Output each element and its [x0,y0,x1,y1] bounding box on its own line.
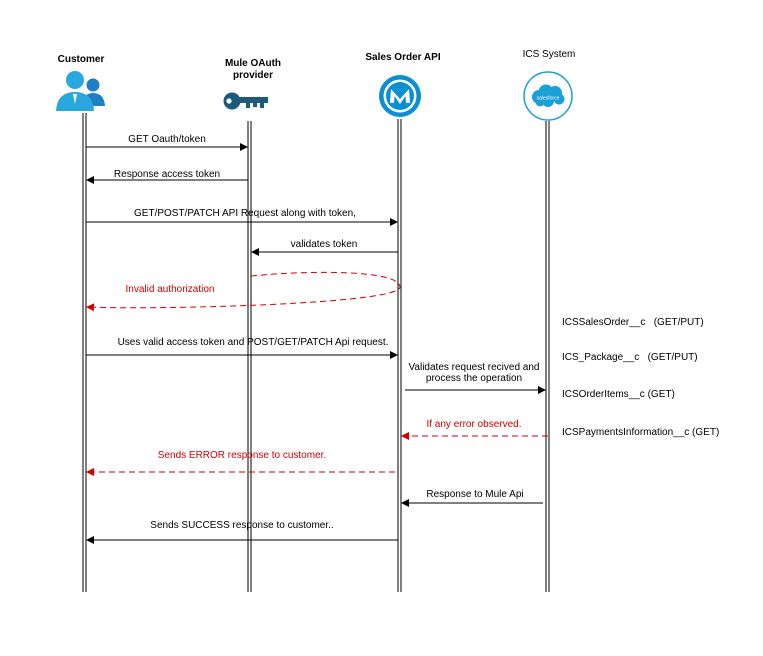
salesforce-logo-text: salesforce [537,96,560,102]
message-m8: If any error observed. [426,419,521,430]
users-icon [56,71,105,111]
message-m7-line1: Validates request recived and [408,362,539,373]
message-m4: validates token [291,239,358,250]
message-m2: Response access token [114,169,220,180]
message-m6: Uses valid access token and POST/GET/PAT… [118,337,389,348]
actor-label-api: Sales Order API [365,52,440,63]
actor-label-customer: Customer [58,54,105,65]
actor-label-oauth-line1: Mule OAuth [225,58,281,69]
ics-object-package: ICS_Package__c (GET/PUT) [562,352,698,363]
salesforce-cloud-icon: salesforce [523,71,573,121]
message-m11: Sends SUCCESS response to customer.. [150,520,333,531]
key-icon [223,92,268,110]
message-m5: Invalid authorization [126,284,215,295]
ics-object-salesorder: ICSSalesOrder__c (GET/PUT) [562,317,704,328]
message-m9: Sends ERROR response to customer. [158,450,326,461]
actor-label-ics: ICS System [523,49,576,60]
lifelines [82,113,550,592]
arrow-m5 [86,271,401,312]
actor-label-oauth-line2: provider [233,70,273,81]
message-m10: Response to Mule Api [426,489,523,500]
mulesoft-logo-icon [379,75,421,117]
ics-object-orderitems: ICSOrderItems__c (GET) [562,389,675,400]
ics-object-payments: ICSPaymentsInformation__c (GET) [562,427,719,438]
message-m7-line2: process the operation [426,373,522,384]
message-m3: GET/POST/PATCH API Request along with to… [134,208,356,219]
message-m1: GET Oauth/token [128,134,206,145]
